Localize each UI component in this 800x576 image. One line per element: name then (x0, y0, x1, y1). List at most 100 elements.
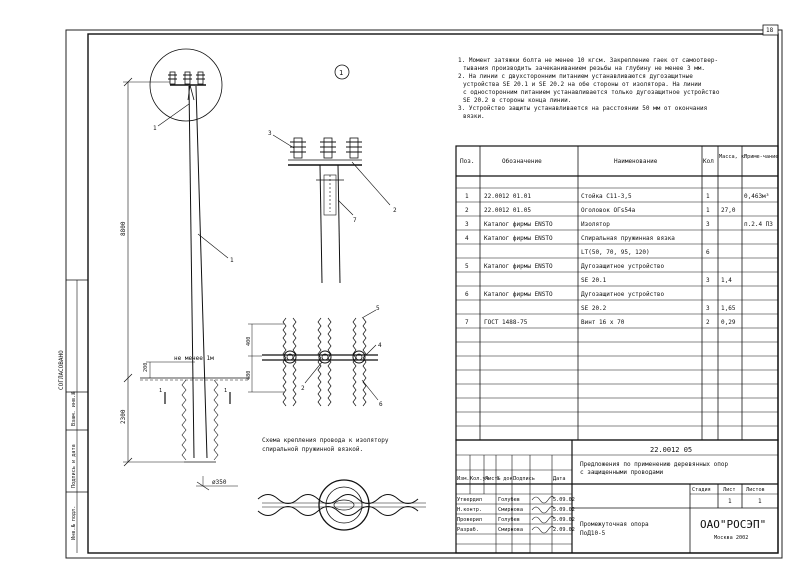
notes-block: 1. Момент затяжки болта не менее 10 кгсм… (458, 57, 720, 120)
wire-callout-2: 2 (301, 385, 305, 392)
cell-designation: Каталог фирмы ENSTO (484, 291, 553, 298)
wire-binding-drawing (248, 309, 379, 407)
drawing-name-line-1: Промежуточная опора (580, 521, 649, 528)
head-insulators (290, 137, 362, 159)
head-callout-7: 7 (353, 217, 357, 224)
outer-frame (65, 29, 783, 559)
cell-qty: 6 (706, 249, 710, 256)
doc-code: 22.0012 05 (650, 446, 692, 454)
section-mark-left: 1 (159, 388, 162, 394)
cell-note: 0,463м³ (744, 193, 769, 200)
cell-name: Оголовок ОГs54а (581, 207, 636, 214)
cell-designation: Каталог фирмы ENSTO (484, 221, 553, 228)
note-line-2: тывания производить зачеканиванием резьб… (463, 65, 705, 72)
wire-callout-4: 4 (378, 342, 382, 349)
person-name: Смирнова (498, 527, 523, 533)
pole-top-detail-circle (149, 48, 223, 122)
cell-pos: 4 (465, 235, 469, 242)
stage-value-sheet: 1 (728, 498, 732, 505)
pole-height-label: 8800 (120, 221, 127, 236)
wire-callout-5: 5 (376, 305, 380, 312)
cell-mass: 1,4 (721, 277, 732, 284)
cell-pos: 3 (465, 221, 469, 228)
cell-name: Дугозащитное устройство (581, 263, 664, 270)
person-date: 2.09.02 (553, 527, 575, 533)
cell-qty: 3 (706, 221, 710, 228)
cell-qty: 2 (706, 319, 710, 326)
binding-caption-line-1: Схема крепления провода к изолятору (262, 437, 389, 444)
head-callout-3: 3 (268, 130, 272, 137)
person-name: Голубев (498, 496, 520, 503)
stage-header-sheet: Лист (723, 487, 736, 493)
offset-200-label: 200 (143, 363, 149, 372)
note-line-8: вязки. (463, 113, 485, 120)
company-name: ОАО"РОСЭП" (700, 518, 766, 531)
binding-detail-drawing (257, 479, 426, 531)
cell-name: Спиральная пружинная вязка (581, 235, 675, 242)
cell-qty: 3 (706, 277, 710, 284)
person-date: 5.09.02 (553, 497, 575, 503)
cell-qty: 3 (706, 305, 710, 312)
col-head-date: Дата (553, 476, 566, 482)
cell-mass: 0,29 (721, 319, 736, 326)
cell-name: Дугозащитное устройство (581, 291, 664, 298)
note-line-3: 2. На линии с двухсторонним питанием уст… (458, 73, 693, 80)
person-date: 5.09.02 (553, 507, 575, 513)
pole-callout-1-mid: 1 (230, 257, 234, 264)
person-role: Утвердил (457, 497, 482, 503)
cell-note: п.2.4 П3 (744, 221, 773, 228)
note-line-4: устройства SE 20.1 и SE 20.2 на обе стор… (463, 81, 702, 88)
drawing-name-line-2: ПоД10-5 (580, 530, 606, 537)
col-head-koluch: Кол.уч (470, 476, 489, 482)
col-head-list: Лист (485, 476, 498, 482)
cell-pos: 7 (465, 319, 469, 326)
head-detail-drawing (272, 134, 391, 284)
min-depth-label: не менее 1м (174, 355, 214, 362)
sheet-number-box (762, 24, 779, 36)
cell-name: Винт 16 х 70 (581, 319, 625, 326)
pole-drawing (123, 48, 250, 491)
person-role: Разраб. (457, 526, 479, 533)
section-mark-right: 1 (224, 388, 227, 394)
head-callout-2: 2 (393, 207, 397, 214)
note-line-1: 1. Момент затяжки болта не менее 10 кгсм… (458, 57, 718, 64)
title-block (455, 439, 779, 554)
person-name: Голубев (498, 516, 520, 523)
wire-callout-6: 6 (379, 401, 383, 408)
cell-designation: Каталог фирмы ENSTO (484, 263, 553, 270)
view-marker-circle (334, 64, 350, 80)
stamp-agreed: СОГЛАСОВАНО (58, 350, 65, 390)
person-role: Проверил (457, 517, 482, 523)
cell-pos: 6 (465, 291, 469, 298)
col-head-sign: Подпись (513, 476, 535, 482)
project-title-line-1: Предложения по применению деревянных опо… (580, 461, 728, 468)
pole-depth-label: 2300 (120, 409, 127, 424)
cell-qty: 1 (706, 193, 710, 200)
project-title-line-2: с защищенными проводами (580, 469, 663, 476)
col-head-ndok: № док. (497, 476, 516, 482)
th-qty: Кол (703, 158, 714, 165)
th-mass: Масса, кг (719, 154, 747, 160)
note-line-6: SE 20.2 в стороны конца линии. (463, 97, 571, 104)
top-insulators (168, 71, 205, 85)
th-name: Наименование (614, 158, 658, 165)
stamp-sign-date: Подпись и дата (71, 444, 77, 488)
stage-header-stage: Стадия (692, 487, 711, 493)
note-line-7: 3. Устройство защиты устанавливается на … (458, 105, 707, 112)
cell-name: SE 20.2 (581, 305, 607, 312)
cell-pos: 5 (465, 263, 469, 270)
cell-designation: 22.0012 01.05 (484, 207, 531, 214)
cell-name: Изолятор (581, 221, 610, 228)
stamp-replaced-inv: Взам. инв.№ (71, 391, 77, 426)
company-city: Москва 2002 (714, 535, 748, 541)
sheet-number: 18 (766, 27, 774, 34)
stage-header-sheets: Листов (746, 487, 765, 493)
pole-left-edge (188, 85, 195, 459)
note-line-5: с односторонним питанием устанавливается… (463, 89, 720, 96)
cell-pos: 2 (465, 207, 469, 214)
cell-name: LT(50, 70, 95, 120) (581, 249, 650, 256)
stamp-orig-inv: Инв.№ подл. (71, 506, 77, 540)
cell-designation: Каталог фирмы ENSTO (484, 235, 553, 242)
